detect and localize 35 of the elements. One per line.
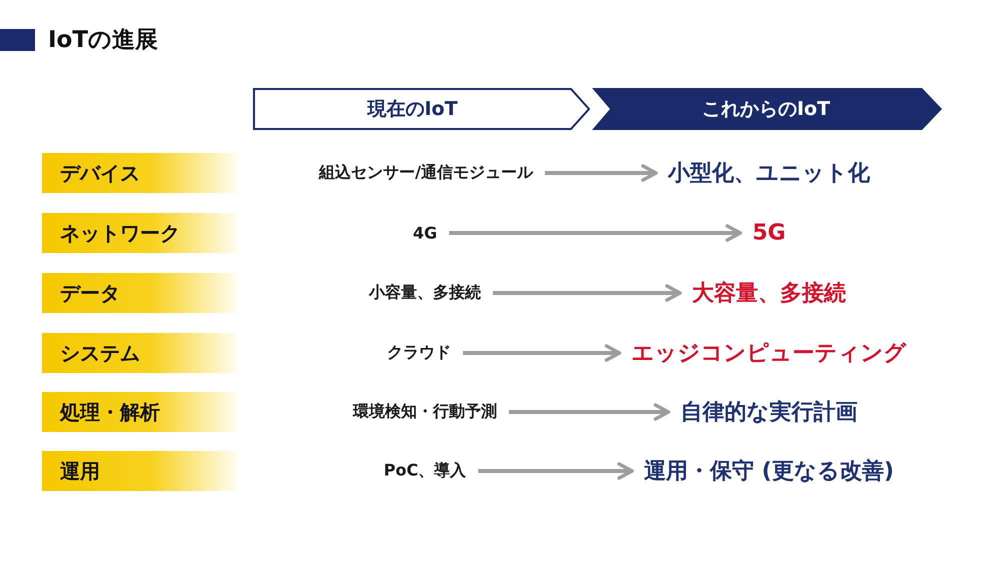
- future-state-text: 5G: [740, 220, 798, 246]
- category-bar: [42, 273, 242, 313]
- category-bar: [42, 392, 242, 432]
- category-bar: [42, 333, 242, 373]
- arrow: [493, 284, 682, 302]
- future-state-text: 自律的な実行計画: [668, 397, 870, 427]
- category-label: データ: [59, 280, 120, 306]
- category-label: 処理・解析: [58, 398, 160, 426]
- future-state-text: 小型化、ユニット化: [656, 158, 882, 188]
- category-bar: [42, 153, 242, 193]
- arrow: [463, 344, 622, 362]
- category-label: ネットワーク: [59, 220, 180, 246]
- category-label: システム: [59, 340, 140, 366]
- arrow: [544, 164, 658, 182]
- current-state-text: 小容量、多接続: [357, 282, 493, 304]
- arrow: [478, 462, 634, 480]
- current-state-text: 4G: [400, 224, 450, 242]
- category-bar: [42, 451, 242, 491]
- category-bar: [42, 213, 242, 253]
- page-title: IoTの進展: [48, 26, 158, 55]
- future-state-text: 大容量、多接続: [680, 278, 858, 308]
- current-state-text: クラウド: [375, 342, 463, 364]
- banner-label: これからのIoT: [702, 97, 830, 122]
- arrow: [509, 403, 670, 421]
- arrow: [449, 224, 742, 242]
- current-state-text: 組込センサー/通信モジュール: [307, 162, 545, 184]
- chevron-banner: [592, 88, 942, 130]
- current-state-text: PoC、導入: [372, 460, 478, 482]
- future-state-text: 運用・保守 (更なる改善): [632, 456, 906, 486]
- category-label: デバイス: [59, 160, 140, 186]
- current-state-text: 環境検知・行動予測: [341, 402, 509, 422]
- banner-label: 現在のIoT: [367, 97, 458, 122]
- category-label: 運用: [59, 458, 100, 484]
- chevron-banner: [253, 88, 590, 130]
- future-state-text: エッジコンピューティング: [620, 338, 918, 368]
